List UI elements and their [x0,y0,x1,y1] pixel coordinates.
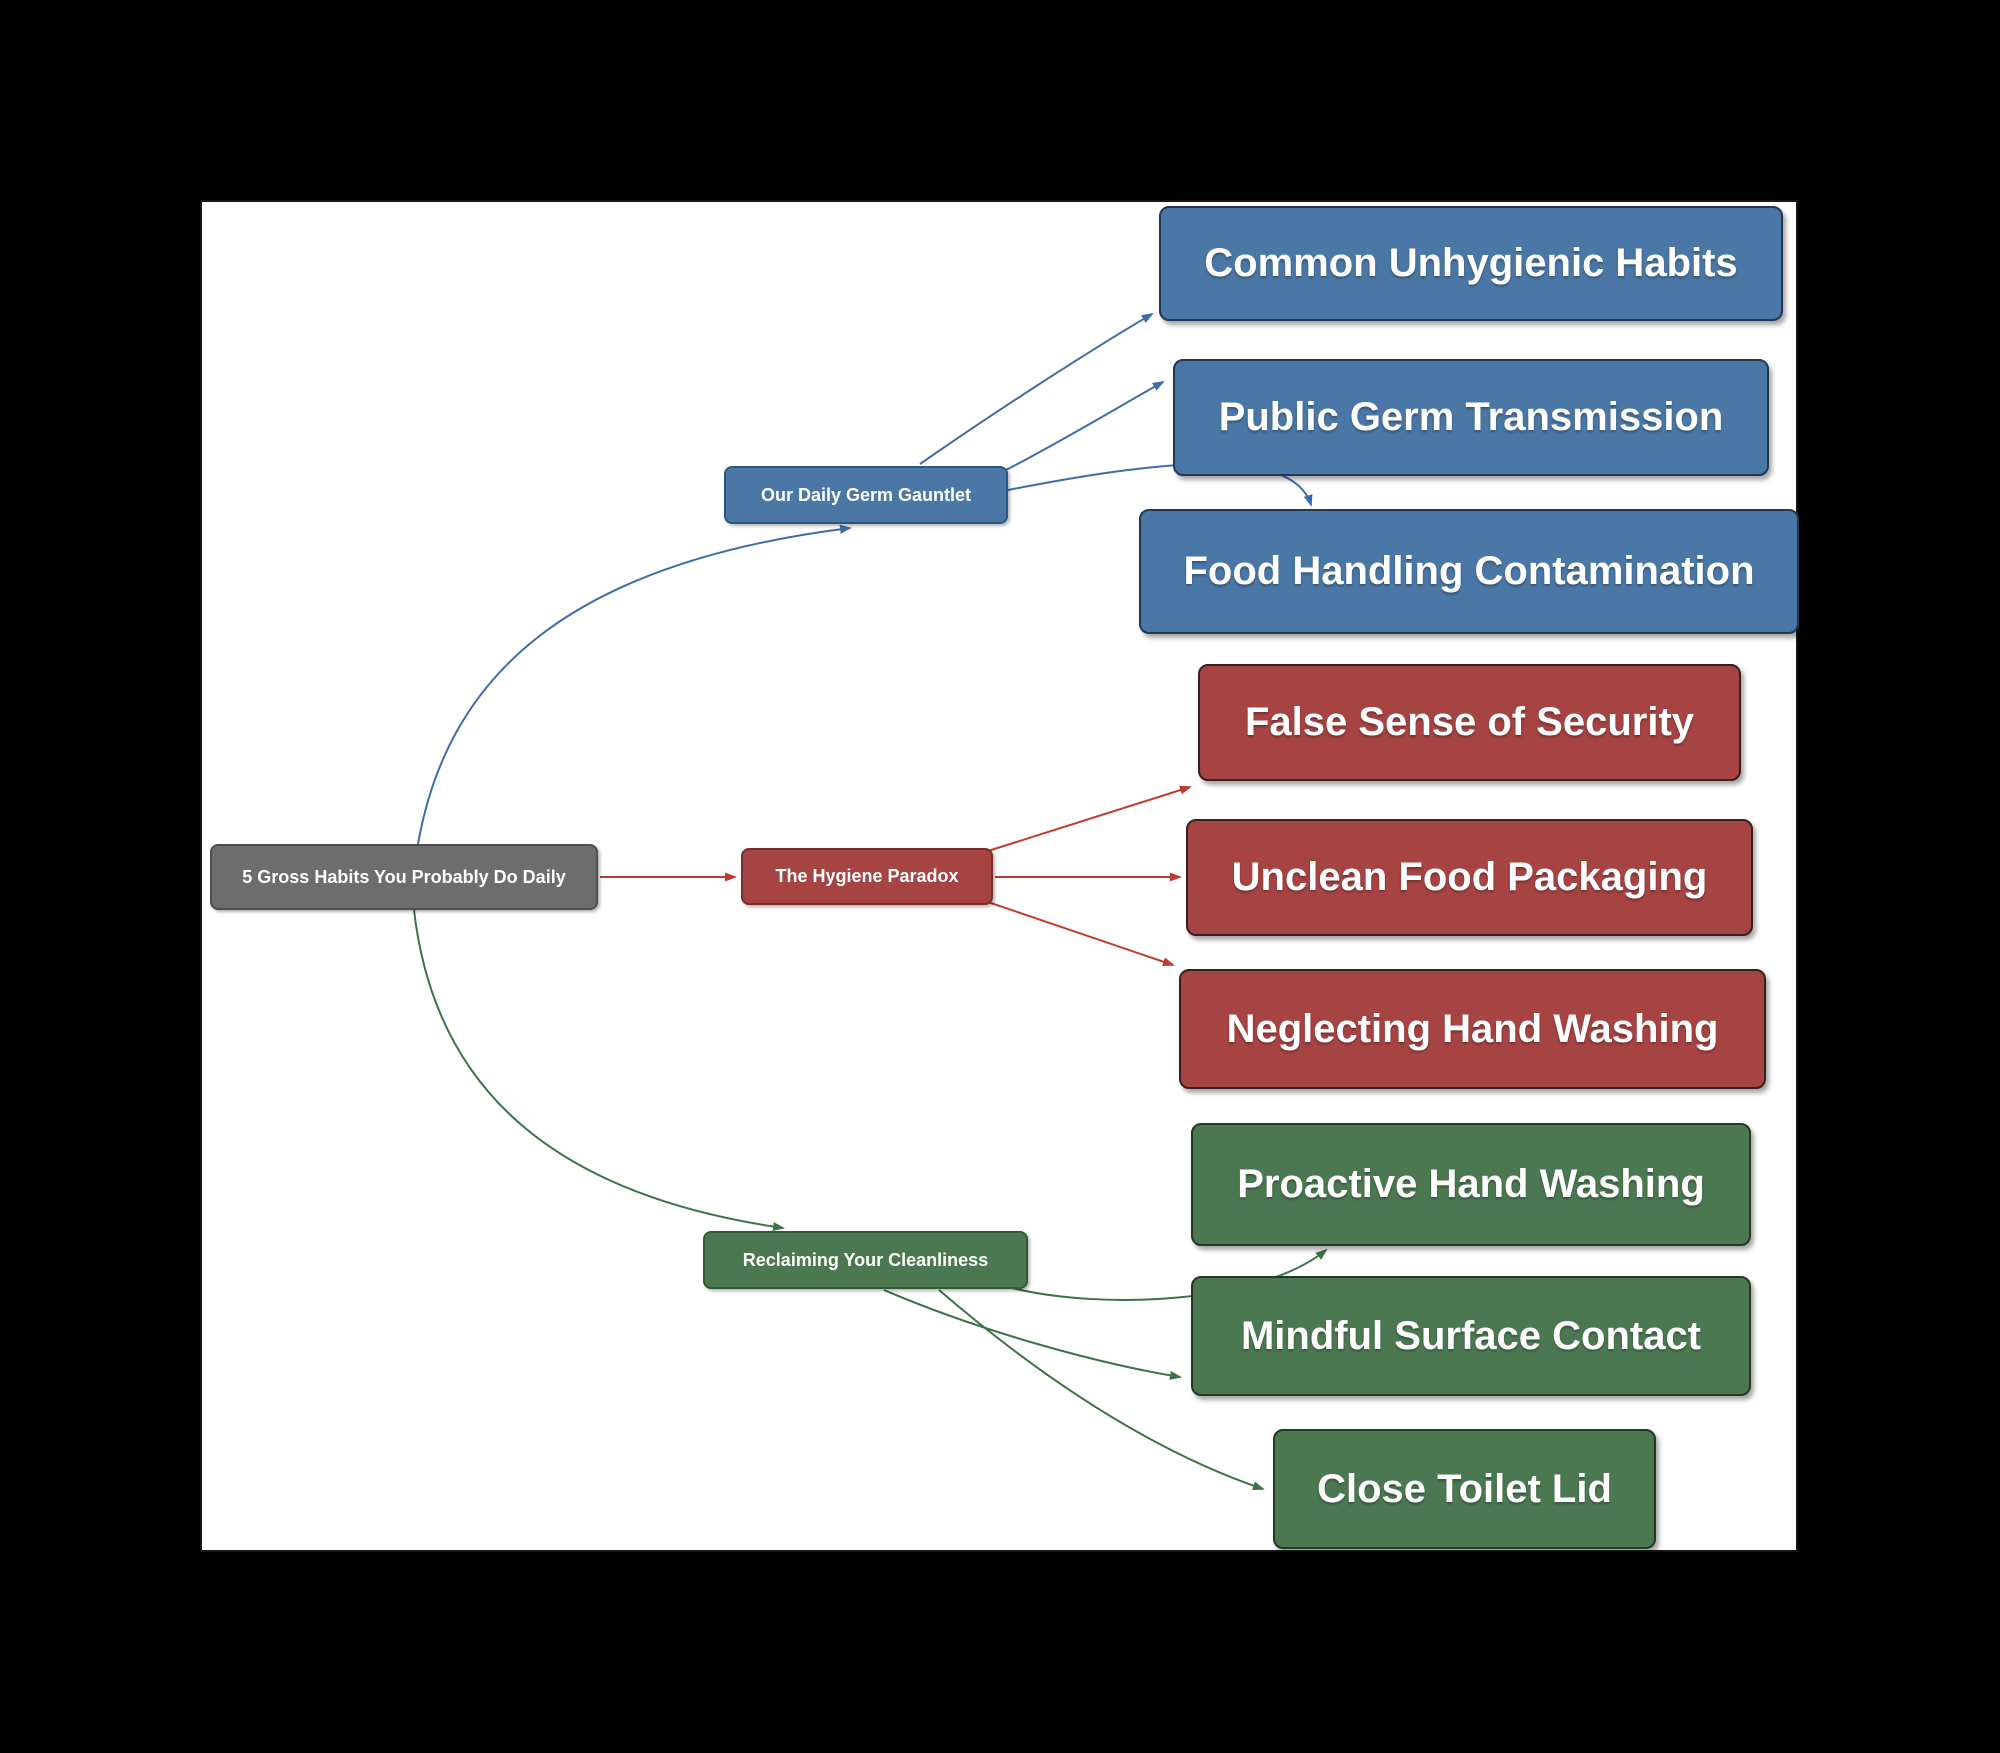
node-child-proactive-hand-washing[interactable]: Proactive Hand Washing [1191,1123,1751,1246]
node-child-false-sense-of-security[interactable]: False Sense of Security [1198,664,1741,781]
node-root-label: 5 Gross Habits You Probably Do Daily [242,866,566,887]
node-branch-hygiene-paradox[interactable]: The Hygiene Paradox [741,848,993,905]
node-child-label: Close Toilet Lid [1317,1466,1612,1511]
edge-reclaiming-to-mindful-contact [883,1289,1182,1380]
node-child-public-germ-transmission[interactable]: Public Germ Transmission [1173,359,1769,476]
mindmap-canvas: 5 Gross Habits You Probably Do Daily Our… [200,200,1799,1552]
node-child-common-unhygienic-habits[interactable]: Common Unhygienic Habits [1159,206,1783,321]
edge-root-to-germ-gauntlet [417,524,852,845]
node-child-label: Public Germ Transmission [1218,395,1724,439]
node-child-mindful-surface-contact[interactable]: Mindful Surface Contact [1191,1276,1751,1396]
node-child-label: Proactive Hand Washing [1237,1162,1705,1206]
node-branch-label: Our Daily Germ Gauntlet [760,484,972,505]
edge-germ-to-public-transmission [1005,381,1165,471]
node-child-label: Common Unhygienic Habits [1204,241,1738,285]
node-child-close-toilet-lid[interactable]: Close Toilet Lid [1273,1429,1656,1549]
node-branch-label: The Hygiene Paradox [775,866,959,886]
node-root[interactable]: 5 Gross Habits You Probably Do Daily [210,844,598,910]
node-child-label: Unclean Food Packaging [1231,855,1708,899]
edge-root-to-reclaiming [413,909,785,1232]
node-child-label: Neglecting Hand Washing [1226,1006,1719,1051]
node-branch-germ-gauntlet[interactable]: Our Daily Germ Gauntlet [724,466,1008,524]
edge-paradox-to-false-sense [987,785,1192,852]
node-child-unclean-food-packaging[interactable]: Unclean Food Packaging [1186,819,1753,936]
edge-paradox-to-neglecting-washing [987,901,1175,967]
node-child-label: Food Handling Contamination [1183,549,1755,593]
node-child-label: False Sense of Security [1244,700,1695,744]
node-child-neglecting-hand-washing[interactable]: Neglecting Hand Washing [1179,969,1766,1089]
node-branch-reclaiming-cleanliness[interactable]: Reclaiming Your Cleanliness [703,1231,1028,1289]
node-branch-label: Reclaiming Your Cleanliness [742,1249,989,1270]
node-child-label: Mindful Surface Contact [1240,1313,1702,1358]
node-child-food-handling-contamination[interactable]: Food Handling Contamination [1139,509,1799,634]
edge-germ-to-common-habits [919,312,1154,465]
